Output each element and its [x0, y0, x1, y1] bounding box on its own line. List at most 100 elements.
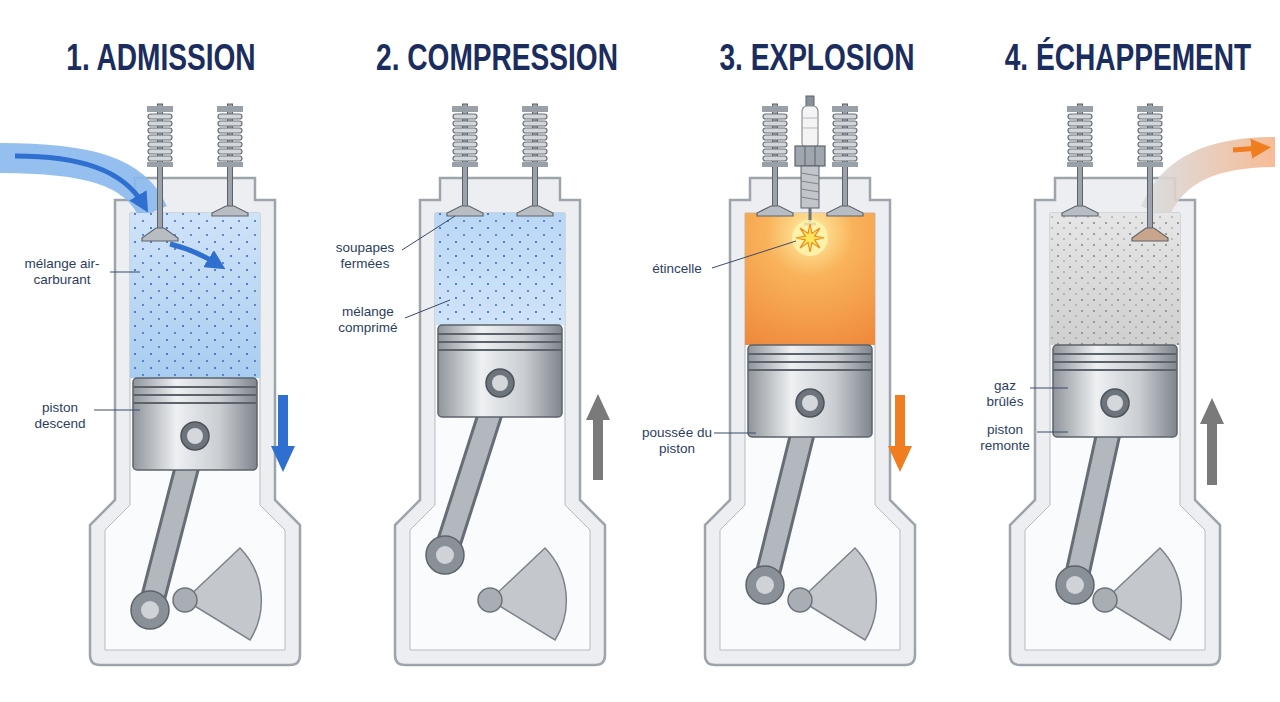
stroke-heading: 4. ÉCHAPPEMENT [995, 38, 1260, 78]
callout-label: poussée du piston [641, 425, 713, 457]
mixture-dots [435, 213, 565, 325]
direction-arrow [1200, 398, 1224, 485]
plug-terminal [806, 96, 814, 108]
big-end [746, 566, 784, 604]
crank-pin [141, 601, 159, 619]
insulator-rib [802, 128, 818, 129]
spark-plug [795, 96, 825, 224]
big-end [426, 536, 464, 574]
cylinder-bore [105, 213, 285, 650]
thread-line [801, 181, 819, 184]
piston [438, 325, 562, 417]
gas-dots [1050, 213, 1180, 345]
exhaust-valve-closed [517, 206, 553, 216]
connecting-rod [150, 436, 195, 610]
flow-arrow [170, 244, 217, 264]
cylinder-wall [395, 178, 605, 665]
plug-insulator [802, 106, 818, 148]
intake-pipe [0, 158, 153, 212]
plug-hex [795, 146, 825, 166]
leader-lines [94, 216, 1068, 433]
exhaust-valve-stem [843, 104, 848, 207]
flow-arrow [15, 156, 143, 204]
exhaust-valve-closed [827, 206, 863, 216]
spark-glow [792, 220, 828, 256]
cylinder-outline [395, 178, 605, 665]
plug-thread [801, 166, 819, 208]
cylinder-outline [705, 178, 915, 665]
connecting-rod-face [150, 436, 195, 610]
thread-line [801, 197, 819, 200]
callout-label: mélange comprimé [331, 304, 405, 336]
cylinder-panel: 3. EXPLOSION [705, 178, 915, 665]
callout-label: gaz brûlés [980, 378, 1030, 410]
insulator-rib [802, 118, 818, 119]
exhaust-stroke-art [1050, 104, 1275, 640]
leader-line [405, 300, 450, 318]
cylinder-wall [705, 178, 915, 665]
connecting-rod [1075, 403, 1115, 585]
leader-line [712, 241, 796, 268]
flow-arrow [1233, 148, 1261, 150]
exhaust-valve-stem [228, 104, 233, 207]
intake-valve-stem [158, 104, 163, 230]
direction-arrow [888, 395, 912, 472]
callout-label: soupapes fermées [328, 240, 402, 272]
cylinder-outline [1010, 178, 1220, 665]
direction-arrow [586, 394, 610, 480]
cylinder-outline [90, 178, 300, 665]
connecting-rod-face [445, 383, 500, 555]
cylinder-block [1010, 178, 1220, 665]
exhaust-valve-closed [212, 206, 248, 216]
cylinder-bore [720, 213, 900, 650]
crank-pin [756, 576, 774, 594]
stroke-heading: 2. COMPRESSION [364, 38, 629, 78]
intake-valve-closed [1062, 206, 1098, 216]
intake-valve-open [142, 228, 178, 241]
crank-counterweight [173, 548, 261, 640]
intake-valve-stem [463, 104, 468, 207]
callout-label: piston descend [28, 400, 92, 432]
exhaust-valve-stem [1148, 104, 1153, 230]
power-stroke-art [745, 96, 912, 640]
crank-pin [436, 546, 454, 564]
valve-spring [1067, 106, 1093, 167]
valve-spring [452, 106, 478, 167]
mixture-dots [130, 213, 260, 378]
leader-line [1030, 388, 1068, 389]
exhaust-pipe [1155, 152, 1275, 212]
connecting-rod [765, 403, 810, 585]
stroke-heading: 1. ADMISSION [28, 38, 293, 78]
cylinder-bore [410, 213, 590, 650]
air-fuel-mixture [130, 213, 260, 378]
burnt-gas [1050, 213, 1180, 345]
leader-line [110, 272, 140, 273]
intake-stroke-art [0, 104, 295, 640]
piston [133, 378, 257, 470]
intake-valve-stem [1078, 104, 1083, 207]
thread-line [801, 189, 819, 192]
cylinder-block [90, 178, 300, 665]
piston [748, 345, 872, 437]
direction-arrow [271, 395, 295, 472]
cylinder-bore [1025, 213, 1205, 650]
hex-edge [815, 146, 816, 166]
exhaust-valve-stem [533, 104, 538, 207]
combustion-gas [745, 213, 875, 345]
valve-spring [832, 106, 858, 167]
callout-label: piston remonte [973, 422, 1037, 454]
connecting-rod-face [765, 403, 810, 585]
leader-line [714, 433, 756, 434]
cylinder-block [395, 178, 605, 665]
intake-valve-closed [757, 206, 793, 216]
callout-label: mélange air-carburant [14, 256, 110, 288]
big-end [131, 591, 169, 629]
leader-line [402, 216, 455, 250]
cylinder-panel: 4. ÉCHAPPEMENT [1010, 178, 1220, 665]
connecting-rod [445, 383, 500, 555]
crank-counterweight [788, 548, 876, 640]
cylinder-wall [1010, 178, 1220, 665]
valve-spring [147, 106, 173, 167]
